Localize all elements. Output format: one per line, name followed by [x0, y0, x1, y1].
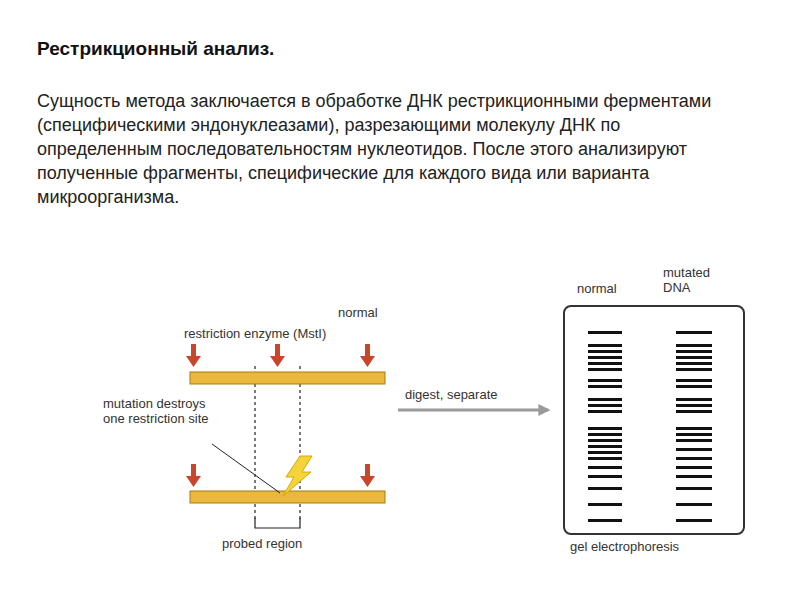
gel-bands — [565, 307, 743, 533]
body-paragraph: Сущность метода заключается в обработке … — [37, 89, 737, 209]
part-label: probed region — [222, 536, 302, 551]
probed-bracket — [255, 518, 300, 528]
mutation-bolt — [283, 456, 312, 496]
part-label: normal — [338, 305, 378, 320]
leader-line — [212, 444, 280, 493]
dna-bar — [190, 372, 385, 384]
part-label: restriction enzyme (MstI) — [184, 326, 326, 341]
step-label: digest, separate — [405, 387, 498, 402]
column-header: mutated DNA — [663, 265, 725, 295]
column-header: normal — [577, 281, 617, 296]
caption-label: gel electrophoresis — [570, 539, 679, 554]
gel-panel: normalmutated DNAgel electrophoresis — [563, 305, 745, 535]
slide-title: Рестрикционный анализ. — [37, 38, 274, 60]
restriction-arrows — [186, 344, 375, 487]
process-arrow — [398, 409, 548, 412]
note-label: mutation destroys one restriction site — [103, 396, 221, 426]
